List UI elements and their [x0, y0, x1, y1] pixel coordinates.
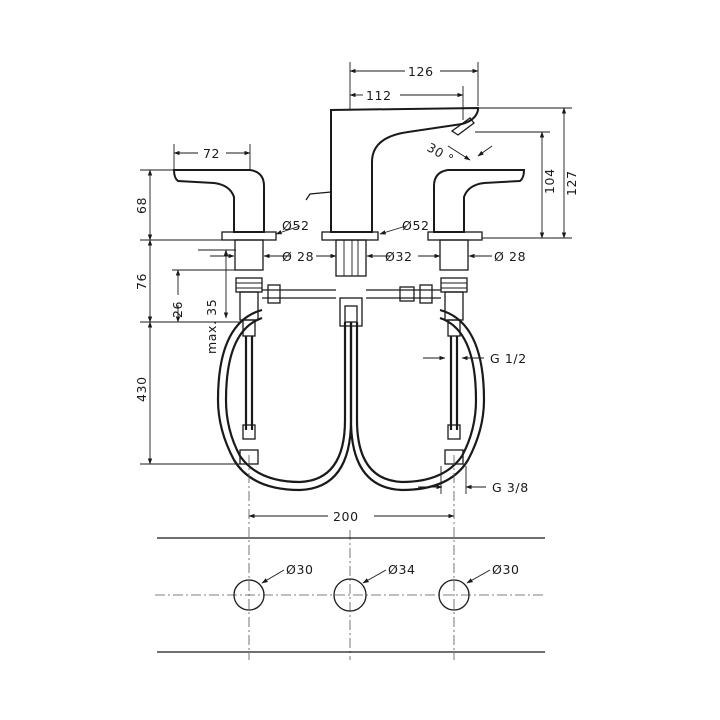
right-nut	[440, 277, 468, 293]
left-shank	[234, 239, 264, 271]
right-hose-fitting-top	[447, 319, 461, 337]
dim-g-three-eighths: G 3/8	[492, 480, 529, 495]
left-loop-hose	[224, 316, 347, 484]
right-flange	[427, 231, 483, 241]
right-loop-hose	[355, 316, 478, 484]
center-hole	[333, 578, 367, 612]
right-connecting-tube	[366, 289, 441, 299]
dim-104: 104	[542, 168, 557, 194]
dim-26: 26	[170, 301, 185, 318]
dim-shank-right: Ø 28	[494, 249, 526, 264]
spout-aerator	[450, 117, 475, 136]
right-loop-hose-inner	[349, 308, 486, 492]
popup-lever	[305, 191, 332, 201]
dim-126: 126	[408, 64, 434, 79]
dim-200: 200	[333, 509, 359, 524]
left-hose-fitting-top	[242, 319, 256, 337]
right-vertical-hose	[449, 336, 459, 430]
dim-flange-left: Ø52	[282, 218, 310, 233]
dim-112: 112	[366, 88, 392, 103]
left-loop-hose-inner	[216, 308, 353, 492]
supply-hoses	[216, 305, 486, 492]
dim-max-35: max. 35	[204, 299, 219, 354]
left-handle	[172, 169, 265, 233]
hole-label-right: Ø30	[492, 562, 520, 577]
hole-label-left: Ø30	[286, 562, 314, 577]
dim-430: 430	[134, 376, 149, 402]
dim-76: 76	[134, 273, 149, 290]
dimension-lines	[140, 62, 572, 584]
center-flange	[321, 231, 379, 241]
right-handle	[433, 169, 526, 233]
dim-shank-center: Ø32	[385, 249, 413, 264]
left-nut	[235, 277, 263, 293]
dim-72: 72	[203, 146, 220, 161]
left-flange	[221, 231, 277, 241]
hole-label-center: Ø34	[388, 562, 416, 577]
left-vertical-hose	[244, 336, 254, 430]
dim-127: 127	[564, 170, 579, 196]
dim-g-half: G 1/2	[490, 351, 527, 366]
center-hose-fitting-top	[344, 305, 358, 323]
center-shank	[335, 239, 367, 277]
right-hole	[438, 579, 470, 611]
spout	[330, 106, 479, 233]
faucet-assembly	[172, 106, 526, 327]
dim-shank-left: Ø 28	[282, 249, 314, 264]
left-hole	[233, 579, 265, 611]
dim-68: 68	[134, 197, 149, 214]
right-shank	[439, 239, 469, 271]
dim-flange-right: Ø52	[402, 218, 430, 233]
left-connecting-tube	[262, 289, 336, 299]
dim-30-deg: 30 °	[425, 140, 457, 167]
mounting-plate	[157, 537, 545, 653]
dimension-labels: 126 112 30 ° 72 68 127 104 Ø52 Ø52 Ø 28 …	[134, 64, 579, 577]
center-lines	[155, 455, 545, 660]
